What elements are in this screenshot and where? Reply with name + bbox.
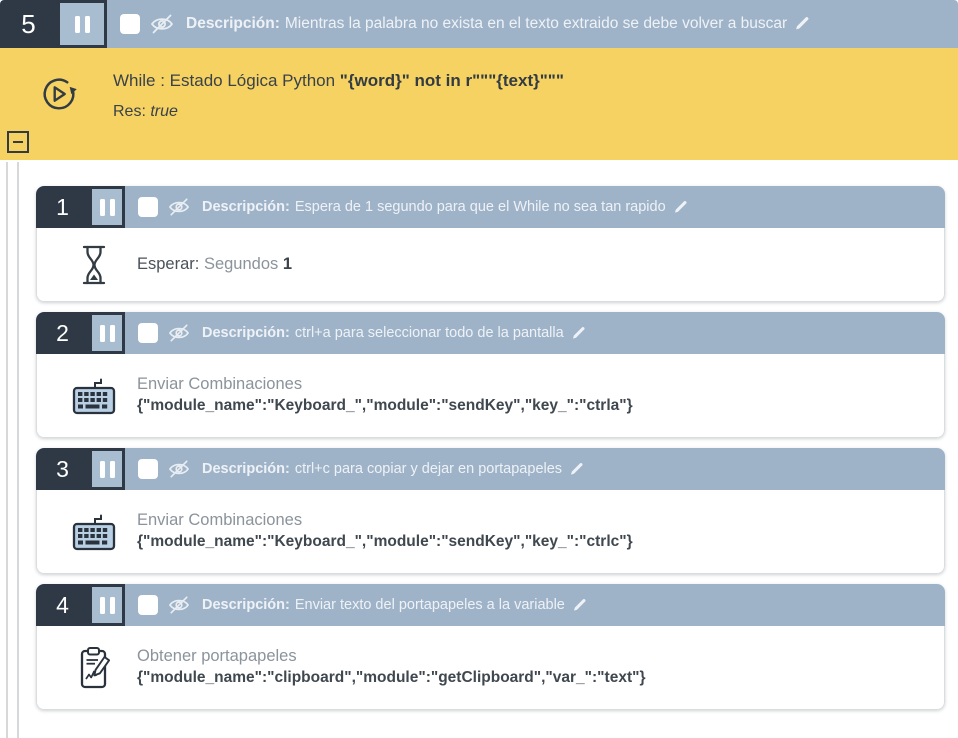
nesting-guide-line bbox=[17, 162, 19, 738]
edit-pencil-icon[interactable] bbox=[673, 200, 688, 215]
pause-icon bbox=[109, 460, 115, 478]
step-description: Descripción:Espera de 1 segundo para que… bbox=[202, 199, 666, 215]
pause-icon bbox=[109, 198, 115, 216]
action-code: {"module_name":"Keyboard_","module":"sen… bbox=[137, 532, 633, 550]
action-text: Enviar Combinaciones {"module_name":"Key… bbox=[137, 510, 633, 554]
step-checkbox[interactable] bbox=[138, 197, 158, 217]
description-text: ctrl+a para seleccionar todo de la panta… bbox=[294, 325, 564, 341]
step-description: Descripción:Mientras la palabra no exist… bbox=[186, 15, 787, 33]
nesting-guide-line bbox=[6, 162, 8, 738]
step-number: 5 bbox=[0, 0, 57, 48]
step-body[interactable]: Esperar: Segundos 1 bbox=[36, 228, 945, 302]
action-text: Enviar Combinaciones {"module_name":"Key… bbox=[137, 374, 633, 418]
while-result: Res: true bbox=[113, 103, 934, 121]
eye-slash-icon[interactable] bbox=[149, 13, 175, 35]
while-condition-prefix: While : Estado Lógica Python bbox=[113, 71, 340, 90]
pause-icon bbox=[99, 198, 105, 216]
step-header: 2 Descrip bbox=[36, 312, 945, 354]
step-description: Descripción:ctrl+a para seleccionar todo… bbox=[202, 325, 564, 341]
pause-button[interactable] bbox=[89, 448, 125, 490]
pause-icon bbox=[99, 460, 105, 478]
pause-button[interactable] bbox=[89, 584, 125, 626]
action-text: Obtener portapapeles {"module_name":"cli… bbox=[137, 646, 645, 690]
action-value: 1 bbox=[282, 255, 293, 273]
while-block-header: 5 Descripción:Mientras la palabra no exi… bbox=[0, 0, 958, 48]
action-title: Enviar Combinaciones bbox=[137, 374, 303, 393]
pause-icon bbox=[109, 596, 115, 614]
description-text: Mientras la palabra no exista en el text… bbox=[284, 15, 788, 32]
description-label: Descripción: bbox=[202, 325, 290, 341]
description-label: Descripción: bbox=[186, 15, 280, 32]
eye-slash-icon[interactable] bbox=[167, 459, 191, 479]
pause-button[interactable] bbox=[89, 186, 125, 228]
pause-icon bbox=[99, 596, 105, 614]
eye-slash-icon[interactable] bbox=[167, 323, 191, 343]
step-card-3: 3 Descrip bbox=[36, 448, 945, 574]
keyboard-icon bbox=[71, 375, 117, 417]
step-description: Descripción:Enviar texto del portapapele… bbox=[202, 597, 565, 613]
action-label: Esperar: bbox=[137, 255, 204, 273]
description-text: Enviar texto del portapapeles a la varia… bbox=[294, 597, 565, 613]
pause-button[interactable] bbox=[57, 0, 107, 48]
result-label: Res: bbox=[113, 103, 151, 120]
while-children: 1 Descrip bbox=[36, 186, 945, 710]
step-checkbox[interactable] bbox=[138, 595, 158, 615]
action-code: {"module_name":"clipboard","module":"get… bbox=[137, 668, 646, 686]
keyboard-icon bbox=[71, 511, 117, 553]
action-title: Obtener portapapeles bbox=[137, 646, 297, 665]
action-summary: Esperar: Segundos 1 bbox=[137, 255, 292, 274]
action-title: Enviar Combinaciones bbox=[137, 510, 303, 529]
description-text: ctrl+c para copiar y dejar en portapapel… bbox=[294, 461, 563, 477]
step-number: 4 bbox=[36, 584, 89, 626]
description-text: Espera de 1 segundo para que el While no… bbox=[294, 199, 666, 215]
pause-icon bbox=[84, 15, 90, 33]
step-header: 3 Descrip bbox=[36, 448, 945, 490]
step-body[interactable]: Enviar Combinaciones {"module_name":"Key… bbox=[36, 354, 945, 438]
collapse-minus-icon[interactable] bbox=[7, 131, 29, 153]
pause-icon bbox=[74, 15, 80, 33]
step-body[interactable]: Obtener portapapeles {"module_name":"cli… bbox=[36, 626, 945, 710]
result-value: true bbox=[150, 103, 178, 120]
step-number: 2 bbox=[36, 312, 89, 354]
description-label: Descripción: bbox=[202, 461, 290, 477]
step-description: Descripción:ctrl+c para copiar y dejar e… bbox=[202, 461, 562, 477]
hourglass-icon bbox=[71, 243, 117, 287]
pause-button[interactable] bbox=[89, 312, 125, 354]
pause-icon bbox=[99, 324, 105, 342]
eye-slash-icon[interactable] bbox=[167, 595, 191, 615]
while-condition-expression: "{word}" not in r"""{text}""" bbox=[339, 71, 564, 90]
action-code: {"module_name":"Keyboard_","module":"sen… bbox=[137, 396, 633, 414]
pause-icon bbox=[109, 324, 115, 342]
description-label: Descripción: bbox=[202, 597, 290, 613]
play-circle-icon bbox=[38, 73, 80, 120]
step-card-1: 1 Descrip bbox=[36, 186, 945, 302]
while-block: 5 Descripción:Mientras la palabra no exi… bbox=[0, 0, 958, 710]
minus-glyph bbox=[13, 140, 23, 144]
step-number: 1 bbox=[36, 186, 89, 228]
edit-pencil-icon[interactable] bbox=[571, 326, 586, 341]
step-checkbox[interactable] bbox=[138, 459, 158, 479]
clipboard-icon bbox=[71, 645, 117, 691]
step-number: 3 bbox=[36, 448, 89, 490]
action-unit: Segundos bbox=[203, 255, 283, 273]
eye-slash-icon[interactable] bbox=[167, 197, 191, 217]
step-checkbox[interactable] bbox=[120, 14, 140, 34]
step-header: 1 Descrip bbox=[36, 186, 945, 228]
while-block-body[interactable]: While : Estado Lógica Python "{word}" no… bbox=[0, 48, 958, 160]
step-checkbox[interactable] bbox=[138, 323, 158, 343]
edit-pencil-icon[interactable] bbox=[572, 598, 587, 613]
step-card-2: 2 Descrip bbox=[36, 312, 945, 438]
edit-pencil-icon[interactable] bbox=[569, 462, 584, 477]
while-condition: While : Estado Lógica Python "{word}" no… bbox=[113, 71, 934, 91]
edit-pencil-icon[interactable] bbox=[794, 16, 810, 32]
step-card-4: 4 Descrip bbox=[36, 584, 945, 710]
step-header: 4 Descrip bbox=[36, 584, 945, 626]
description-label: Descripción: bbox=[202, 199, 290, 215]
step-body[interactable]: Enviar Combinaciones {"module_name":"Key… bbox=[36, 490, 945, 574]
